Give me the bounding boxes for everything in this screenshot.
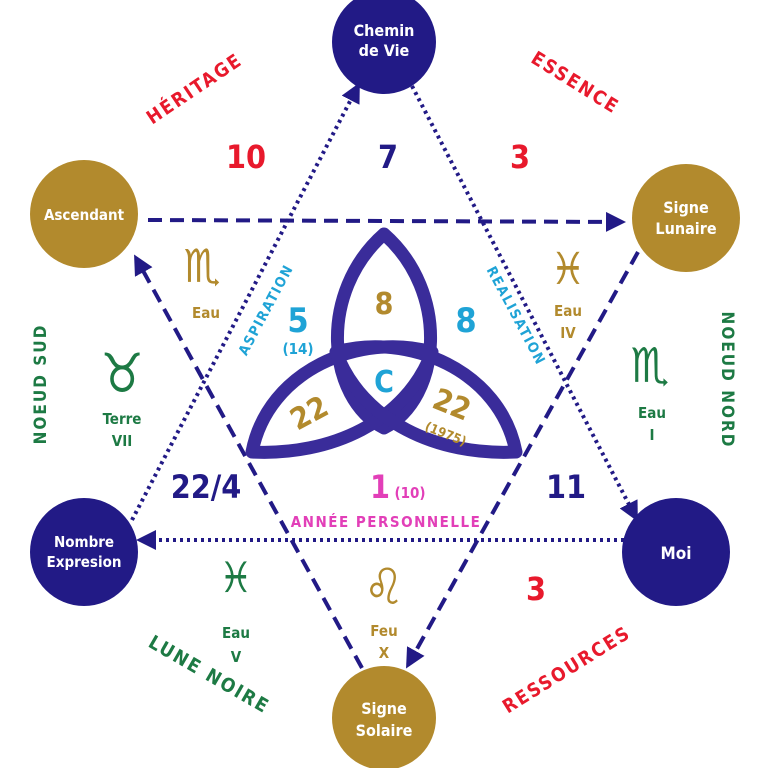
node-ascendant[interactable]: Ascendant (30, 160, 138, 268)
node-signe-lunaire[interactable]: Signe Lunaire (632, 164, 740, 272)
node-nombre-expresion[interactable]: Nombre Expresion (30, 498, 138, 606)
number-aspiration-sub: (14) (282, 340, 313, 358)
center-letter: C (374, 365, 394, 400)
taurus-icon: ♉ (100, 342, 144, 405)
node-chemin-de-vie[interactable]: Chemin de Vie (332, 0, 436, 94)
lune-noire-sign-element: Eau (222, 624, 250, 642)
triquetra-top-lobe (330, 227, 438, 435)
triquetra-right-lobe (329, 340, 523, 459)
number-essence: 3 (510, 138, 530, 176)
dashed-line-lunaire-solaire (406, 251, 640, 669)
noeud-nord-sign-element: Eau (638, 404, 666, 422)
label-realisation: REALISATION (483, 264, 549, 368)
annee-value: 1 (370, 468, 390, 506)
pisces-icon: ♓ (219, 553, 253, 602)
node-nombre-expresion-line1: Nombre (54, 533, 114, 551)
label-noeud-nord: NOEUD NORD (717, 312, 737, 449)
pisces-icon: ♓ (550, 244, 586, 295)
node-ascendant-line1: Ascendant (44, 206, 125, 224)
number-heritage: 10 (226, 138, 266, 176)
node-signe-lunaire-line2: Lunaire (655, 219, 716, 238)
center-left-lobe-number: 22 (285, 389, 335, 438)
lune-noire-sign-house: V (231, 648, 242, 666)
noeud-sud-sign-block: ♉ Terre VII (100, 342, 144, 450)
noeud-nord-sign-block: ♏ Eau I (631, 338, 670, 444)
triquetra (245, 227, 523, 459)
annee-label: ANNÉE PERSONNELLE (291, 512, 482, 531)
annee-sub: (10) (394, 484, 425, 502)
node-nombre-expresion-line2: Expresion (47, 553, 122, 571)
node-chemin-de-vie-line2: de Vie (359, 41, 410, 60)
lune-noire-sign-block: ♓ Eau V (219, 553, 253, 666)
center-top-lobe-number: 8 (375, 287, 394, 322)
number-realisation: 8 (455, 301, 476, 341)
dashed-line-solaire-ascendant (134, 254, 364, 669)
node-signe-solaire[interactable]: Signe Solaire (332, 666, 436, 768)
lunaire-sign-element: Eau (554, 302, 582, 320)
node-signe-lunaire-line1: Signe (663, 198, 709, 217)
label-heritage: HÉRITAGE (142, 48, 247, 129)
node-signe-solaire-line2: Solaire (356, 721, 413, 740)
lunaire-sign-house: IV (560, 324, 576, 342)
number-ressources: 3 (526, 570, 546, 608)
ascendant-sign-block: ♏ Eau (183, 239, 220, 322)
dotted-line-nombre-chemin (130, 82, 360, 521)
label-ressources: RESSOURCES (499, 622, 635, 718)
noeud-nord-sign-house: I (649, 426, 654, 444)
lunaire-sign-block: ♓ Eau IV (550, 244, 586, 342)
node-moi-line1: Moi (661, 544, 692, 564)
node-signe-solaire-line1: Signe (361, 699, 407, 718)
noeud-sud-sign-element: Terre (103, 410, 142, 428)
solaire-sign-block: ♌ Feu X (364, 558, 404, 662)
noeud-sud-sign-house: VII (112, 432, 132, 450)
number-aspiration: 5 (287, 301, 308, 341)
dashed-line-ascendant-lunaire (147, 211, 626, 232)
label-essence: ESSENCE (527, 47, 623, 118)
solaire-sign-element: Feu (370, 622, 397, 640)
node-moi[interactable]: Moi (622, 498, 730, 606)
label-lune-noire: LUNE NOIRE (145, 631, 274, 718)
label-noeud-sud: NOEUD SUD (31, 324, 51, 445)
scorpio-icon: ♏ (631, 338, 670, 394)
number-right: 11 (546, 468, 586, 506)
ascendant-sign-element: Eau (192, 304, 220, 322)
node-chemin-de-vie-line1: Chemin (354, 21, 415, 40)
number-left: 22/4 (171, 468, 242, 506)
scorpio-icon: ♏ (183, 239, 220, 293)
number-top: 7 (378, 138, 398, 176)
leo-icon: ♌ (364, 558, 404, 616)
solaire-sign-house: X (379, 644, 390, 662)
